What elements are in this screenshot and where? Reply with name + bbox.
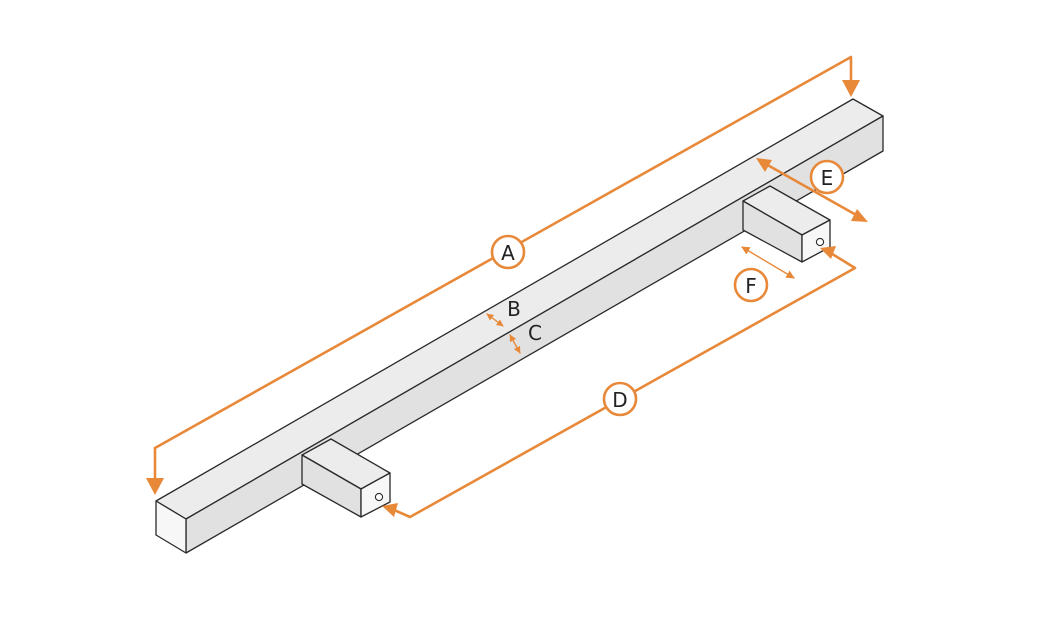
- dimension-A-arrow-right: [842, 80, 860, 97]
- dimension-E-callout-circle: [809, 159, 845, 195]
- dimension-F-arrow: [741, 246, 795, 279]
- dimension-D: D: [382, 246, 857, 519]
- dimension-E-label: E: [821, 166, 834, 190]
- dimension-D-arrow-right: [820, 246, 836, 259]
- dimension-C: C: [509, 321, 542, 354]
- dimension-D-arrow-left: [382, 503, 398, 517]
- dimension-A-arrow-left: [146, 478, 164, 495]
- dimension-B-label: B: [507, 297, 521, 321]
- dimension-D-label: D: [612, 388, 627, 412]
- dimension-C-arrow: [509, 334, 521, 354]
- handle-bar: [155, 98, 884, 554]
- dimension-F-callout-circle: [733, 267, 769, 303]
- dimension-B: B: [486, 297, 521, 327]
- dimension-B-arrow: [486, 313, 504, 327]
- post-right-screw-hole: [815, 237, 825, 247]
- dimension-E-line: [762, 161, 860, 218]
- standoff-post-left: [301, 438, 391, 518]
- dimension-F-label: F: [745, 274, 757, 298]
- dimension-A: A: [146, 55, 860, 495]
- dimension-E-arrow-top: [756, 158, 772, 172]
- dimension-A-line: [153, 55, 853, 450]
- dimension-D-callout-circle: [602, 381, 638, 417]
- bar-end-face: [155, 500, 187, 554]
- standoff-post-right: [742, 185, 831, 263]
- dimension-A-callout-circle: [490, 234, 526, 270]
- dimension-E: E: [756, 158, 868, 222]
- dimension-E-arrow-bottom: [851, 209, 868, 222]
- dimension-F: F: [733, 246, 795, 303]
- post-left-screw-hole: [374, 492, 384, 502]
- dimension-C-label: C: [528, 321, 542, 345]
- dimension-A-label: A: [501, 241, 515, 265]
